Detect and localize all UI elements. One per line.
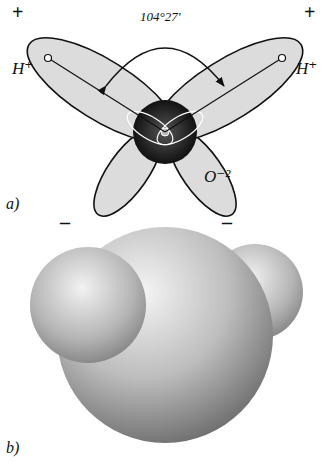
space-filling-model — [30, 227, 303, 443]
charge-sign: – — [60, 212, 70, 232]
charge-sign: – — [222, 212, 232, 232]
bond-axes — [45, 55, 286, 133]
bond-angle: 104°27' — [140, 10, 180, 23]
angle-arc — [106, 48, 224, 86]
orbital-lobes — [13, 19, 317, 226]
atom-label: O⁻² — [204, 168, 230, 185]
charge-sign: + — [12, 2, 23, 22]
atom-label: H⁺ — [296, 60, 317, 77]
charge-sign: + — [304, 2, 315, 22]
part-label: b) — [6, 440, 19, 456]
atom-label: H⁺ — [12, 60, 33, 77]
part-label: a) — [6, 196, 19, 212]
